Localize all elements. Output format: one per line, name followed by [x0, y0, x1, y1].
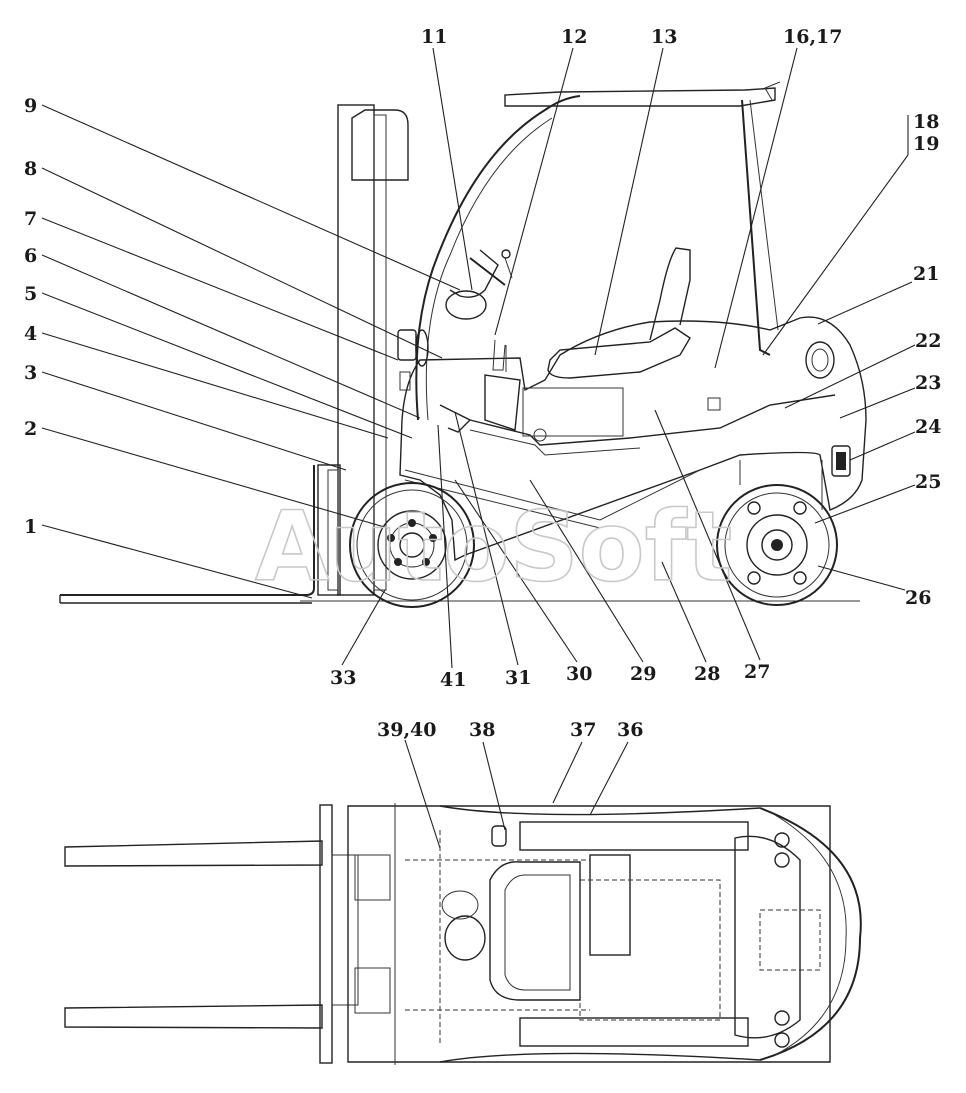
- callout-labels: 1 2 3 4 5 6 7 8 9 11 12 13 16,17 18 19 2…: [24, 26, 941, 741]
- front-wheel: [349, 482, 475, 608]
- forklift-top-view: [64, 803, 862, 1065]
- forklift-side-view: [59, 81, 867, 608]
- overhead-guard: [415, 81, 781, 421]
- leader-lines: [41, 47, 916, 849]
- callout-3: 3: [24, 362, 37, 384]
- callout-2: 2: [24, 418, 37, 440]
- callout-29: 29: [630, 663, 656, 685]
- callout-24: 24: [915, 416, 941, 438]
- callout-39-40: 39,40: [377, 719, 437, 741]
- top-internals: [354, 825, 821, 1048]
- callout-25: 25: [915, 471, 941, 493]
- chassis-body: [399, 316, 867, 562]
- callout-22: 22: [915, 330, 941, 352]
- callout-23: 23: [915, 372, 941, 394]
- callout-4: 4: [24, 323, 37, 345]
- callout-11: 11: [421, 26, 447, 48]
- callout-5: 5: [24, 283, 37, 305]
- callout-1: 1: [24, 516, 37, 538]
- callout-37: 37: [570, 719, 596, 741]
- callout-6: 6: [24, 245, 37, 267]
- callout-41: 41: [440, 669, 466, 691]
- front-panel: [397, 329, 429, 391]
- callout-16-17: 16,17: [783, 26, 843, 48]
- callout-28: 28: [694, 663, 720, 685]
- callout-30: 30: [566, 663, 592, 685]
- watermark-text: AutoSoft: [255, 491, 732, 603]
- callout-8: 8: [24, 158, 37, 180]
- top-forks: [64, 804, 359, 1064]
- callout-21: 21: [913, 263, 939, 285]
- callout-27: 27: [744, 661, 770, 683]
- steering-wheel: [445, 249, 513, 320]
- operator-seat: [547, 247, 691, 379]
- callout-12: 12: [561, 26, 587, 48]
- callout-9: 9: [24, 95, 37, 117]
- callout-19: 19: [913, 133, 939, 155]
- callout-18: 18: [913, 111, 939, 133]
- rear-wheel: [716, 460, 838, 606]
- callout-33: 33: [330, 667, 356, 689]
- callout-26: 26: [905, 587, 931, 609]
- callout-38: 38: [469, 719, 495, 741]
- control-levers: [439, 339, 521, 433]
- callout-13: 13: [651, 26, 677, 48]
- callout-36: 36: [617, 719, 643, 741]
- callout-7: 7: [24, 208, 37, 230]
- callout-31: 31: [505, 667, 531, 689]
- top-body: [347, 803, 862, 1065]
